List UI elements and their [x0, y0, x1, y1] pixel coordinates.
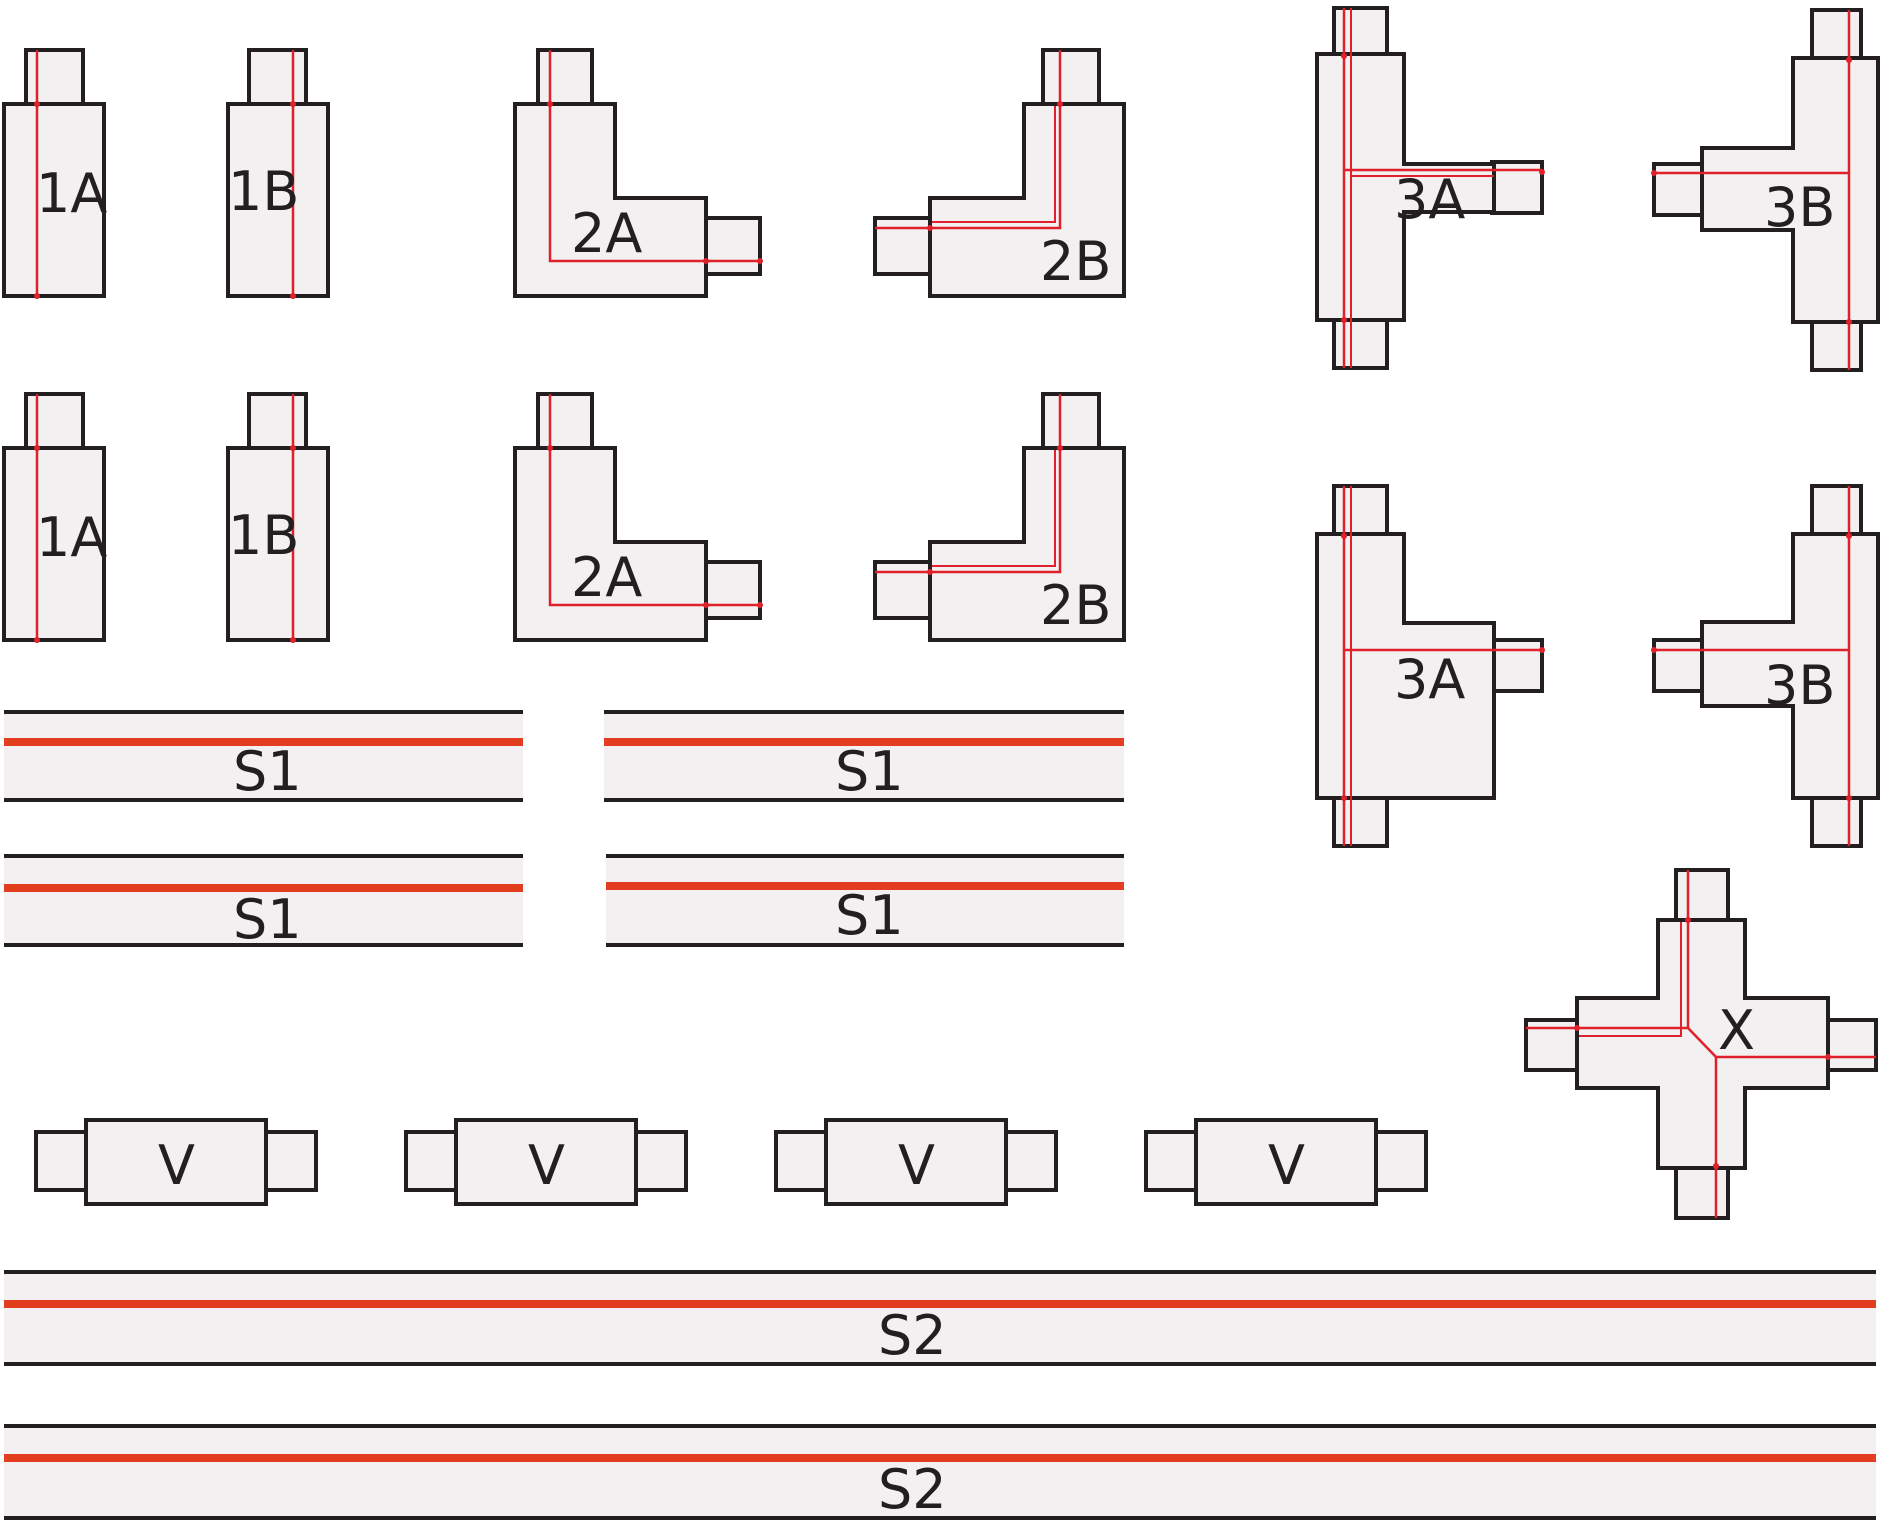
corner-2a-row2: 2A — [513, 392, 763, 642]
joiner-v: V — [34, 1118, 318, 1206]
corner-2b-row2: 2B — [873, 392, 1126, 642]
joiner-v: V — [404, 1118, 688, 1206]
label-s1: S1 — [835, 884, 904, 947]
label-2a: 2A — [571, 202, 642, 265]
cross-connector-x: X — [1524, 868, 1878, 1220]
label-1b: 1B — [228, 160, 299, 223]
short-rail-s1: S1 — [4, 854, 523, 951]
label-v: V — [898, 1134, 935, 1197]
short-rail-s1: S1 — [604, 710, 1124, 803]
label-1a: 1A — [36, 506, 107, 569]
label-2b: 2B — [1040, 574, 1111, 637]
label-s1: S1 — [233, 888, 302, 951]
label-s1: S1 — [233, 740, 302, 803]
end-cap-1a: 1A — [2, 48, 107, 299]
long-rail-s2: S2 — [4, 1270, 1876, 1367]
label-1b: 1B — [228, 504, 299, 567]
joiner-v: V — [1144, 1118, 1428, 1206]
label-v: V — [158, 1134, 195, 1197]
label-s1: S1 — [835, 740, 904, 803]
label-x: X — [1718, 999, 1755, 1062]
end-cap-1b: 1B — [226, 48, 330, 299]
label-3a: 3A — [1394, 168, 1465, 231]
end-cap-1a-row2: 1A — [2, 392, 107, 643]
end-cap-1b-row2: 1B — [226, 392, 330, 643]
long-rail-s2: S2 — [4, 1424, 1876, 1521]
short-rail-s1: S1 — [4, 710, 523, 803]
label-1a: 1A — [36, 162, 107, 225]
joiner-v: V — [774, 1118, 1058, 1206]
label-3b: 3B — [1764, 654, 1835, 717]
corner-2b: 2B — [873, 48, 1126, 298]
tee-3b-row2: 3B — [1651, 484, 1880, 848]
label-3b: 3B — [1764, 176, 1835, 239]
tee-3b: 3B — [1651, 8, 1880, 372]
label-2a: 2A — [571, 546, 642, 609]
label-3a: 3A — [1394, 648, 1465, 711]
label-2b: 2B — [1040, 230, 1111, 293]
tee-3a-row2: 3A — [1315, 484, 1545, 848]
short-rail-s1: S1 — [606, 854, 1124, 947]
corner-2a: 2A — [513, 48, 763, 298]
label-v: V — [1268, 1134, 1305, 1197]
tee-3a: 3A — [1315, 6, 1545, 370]
label-v: V — [528, 1134, 565, 1197]
label-s2: S2 — [878, 1304, 947, 1367]
label-s2: S2 — [878, 1458, 947, 1521]
